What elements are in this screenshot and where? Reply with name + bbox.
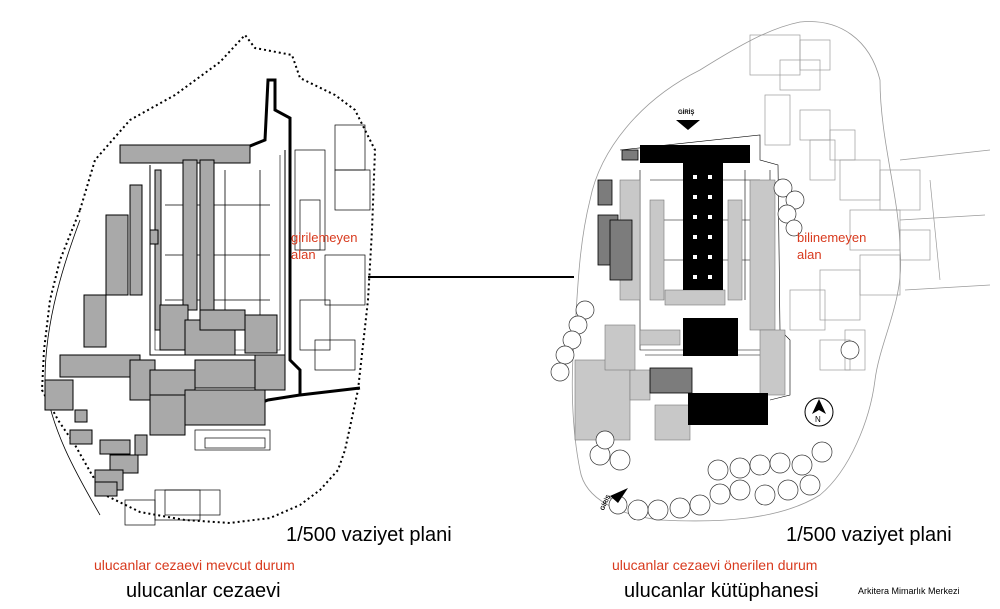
right-area-label-line1: bilinemeyen [797, 230, 867, 245]
right-scale-label: 1/500 vaziyet plani [786, 524, 952, 546]
left-subtitle: ulucanlar cezaevi mevcut durum [94, 557, 295, 573]
left-area-label-line2: alan [291, 247, 316, 262]
svg-text:N: N [815, 415, 821, 424]
right-area-label-line2: alan [797, 247, 822, 262]
right-title: ulucanlar kütüphanesi [624, 580, 819, 602]
north-arrow-icon: N [804, 397, 834, 427]
left-scale-label: 1/500 vaziyet plani [286, 524, 452, 546]
existing-prison-site-plan [40, 33, 377, 526]
left-area-label-line1: girilemeyen [291, 230, 358, 245]
entrance-label-top: GİRİŞ [678, 110, 695, 116]
library-building-black [640, 145, 768, 425]
right-area-label: bilinemeyen alan [797, 229, 866, 263]
left-title: ulucanlar cezaevi [126, 580, 281, 602]
left-area-label: girilemeyen alan [291, 229, 357, 263]
entrance-arrow-top-icon [676, 120, 700, 130]
credit-label: Arkitera Mimarlık Merkezi [858, 586, 960, 596]
entrance-arrow-bottom-icon [610, 488, 628, 503]
proposed-library-site-plan: N [550, 21, 991, 522]
right-subtitle: ulucanlar cezaevi önerilen durum [612, 557, 818, 573]
trees [550, 178, 860, 521]
